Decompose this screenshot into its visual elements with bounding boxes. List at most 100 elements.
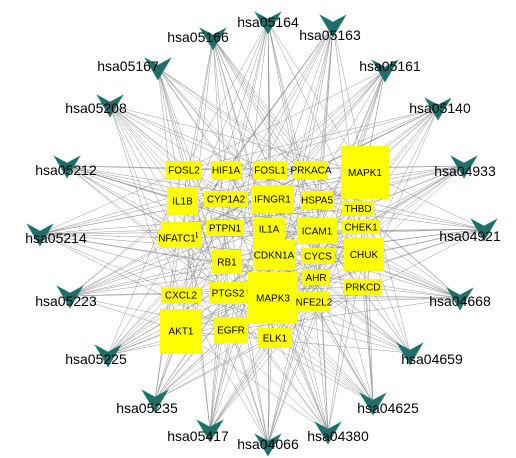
gene-box xyxy=(248,272,298,324)
gene-node-il1b[interactable]: IL1B xyxy=(167,187,198,215)
edge-hsa05208-FOSL1 xyxy=(109,104,271,171)
pathway-chevron-icon xyxy=(94,344,122,368)
gene-label: AKT1 xyxy=(168,327,193,338)
gene-node-nfe2l2[interactable]: NFE2L2 xyxy=(296,292,333,312)
edge-hsa04625-NFE2L2 xyxy=(313,301,374,404)
edge-hsa05166-HIF1A xyxy=(212,37,227,171)
gene-node-ifngr1[interactable]: IFNGR1 xyxy=(251,185,294,213)
gene-node-hspa5[interactable]: HSPA5 xyxy=(301,191,333,209)
pathway-node-hsa05140[interactable]: hsa05140 xyxy=(409,97,471,121)
edge-hsa04380-AKT1 xyxy=(180,330,329,433)
edge-hsa05208-NFATC1 xyxy=(109,104,178,239)
gene-box xyxy=(206,220,244,236)
gene-node-cycs[interactable]: CYCS xyxy=(301,248,335,264)
gene-node-ahr[interactable]: AHR xyxy=(302,270,330,285)
pathway-label: hsa04933 xyxy=(434,163,496,179)
edge-hsa05225-CXCL2 xyxy=(107,294,182,356)
edge-hsa05214-FOSL1 xyxy=(39,169,271,235)
edge-hsa05208-CXCL2 xyxy=(109,104,182,296)
gene-node-prkcd[interactable]: PRKCD xyxy=(344,279,382,295)
gene-node-elk1[interactable]: ELK1 xyxy=(258,328,292,348)
gene-node-chuk[interactable]: CHUK xyxy=(344,238,384,271)
gene-node-ptgs2[interactable]: PTGS2 xyxy=(209,282,247,304)
edge-hsa05167-THBD xyxy=(157,67,359,209)
pathway-label: hsa05225 xyxy=(65,351,127,367)
edge-hsa05167-FOSL2 xyxy=(157,67,185,171)
edge-hsa04625-CXCL2 xyxy=(180,294,374,404)
edge-hsa05140-FOSL2 xyxy=(183,107,439,171)
gene-box xyxy=(253,240,295,270)
pathway-node-hsa05166[interactable]: hsa05166 xyxy=(167,27,229,51)
edge-hsa04668-CYP1A2 xyxy=(225,198,461,299)
edge-hsa05214-THBD xyxy=(39,208,359,235)
edge-hsa05161-FOSL2 xyxy=(183,69,386,171)
gene-node-nfatc1[interactable]: NFATC1 xyxy=(158,230,196,246)
gene-node-fosl1[interactable]: FOSL1 xyxy=(253,161,287,179)
edge-hsa05140-CYP1A2 xyxy=(225,107,439,200)
pathway-node-hsa04659[interactable]: hsa04659 xyxy=(396,342,463,367)
gene-label: THBD xyxy=(344,204,371,215)
gene-box xyxy=(341,146,389,199)
gene-node-prkaca[interactable]: PRKACA xyxy=(290,161,332,179)
pathway-node-hsa05214[interactable]: hsa05214 xyxy=(25,223,87,247)
gene-node-egfr[interactable]: EGFR xyxy=(214,317,248,343)
gene-node-cdkn1a[interactable]: CDKN1A xyxy=(253,240,295,270)
edge-hsa04625-HIF1A xyxy=(225,169,374,404)
gene-label: NFATC1 xyxy=(158,234,196,245)
edge-hsa05163-NFATC1 xyxy=(176,24,334,239)
edge-hsa05212-ELK1 xyxy=(66,165,276,339)
gene-node-akt1[interactable]: AKT1 xyxy=(160,309,202,353)
edge-hsa05167-IFNGR1 xyxy=(157,67,273,200)
pathway-node-hsa04933[interactable]: hsa04933 xyxy=(434,155,496,179)
edge-hsa05164-CYCS xyxy=(267,21,319,257)
gene-node-mapk1[interactable]: MAPK1 xyxy=(341,146,389,199)
pathway-label: hsa05235 xyxy=(116,400,178,416)
pathway-node-hsa05235[interactable]: hsa05235 xyxy=(116,389,178,416)
gene-label: PTPN1 xyxy=(209,224,242,235)
edge-hsa04668-EGFR xyxy=(230,297,461,331)
pathway-node-hsa04668[interactable]: hsa04668 xyxy=(429,287,491,311)
pathway-node-hsa05417[interactable]: hsa05417 xyxy=(167,419,229,444)
pathway-label: hsa05161 xyxy=(359,58,421,74)
gene-node-il1a[interactable]: IL1A xyxy=(253,218,285,240)
pathway-node-hsa04380[interactable]: hsa04380 xyxy=(307,421,369,445)
gene-node-chek1[interactable]: CHEK1 xyxy=(342,220,380,234)
pathway-node-hsa05167[interactable]: hsa05167 xyxy=(97,57,172,81)
edge-hsa05225-IFNGR1 xyxy=(107,198,273,356)
pathway-node-hsa04921[interactable]: hsa04921 xyxy=(439,218,501,244)
edge-hsa05214-CXCL2 xyxy=(39,233,182,296)
gene-node-cyp1a2[interactable]: CYP1A2 xyxy=(204,191,248,207)
gene-node-rb1[interactable]: RB1 xyxy=(212,250,242,274)
gene-node-cxcl2[interactable]: CXCL2 xyxy=(161,287,201,303)
gene-node-icam1[interactable]: ICAM1 xyxy=(297,218,337,244)
edge-hsa05167-IL1A xyxy=(157,67,270,230)
pathway-chevron-icon xyxy=(53,155,81,179)
edge-hsa05223-HIF1A xyxy=(69,169,227,297)
pathway-label: hsa05417 xyxy=(167,428,229,444)
pathway-node-hsa04066[interactable]: hsa04066 xyxy=(237,433,299,457)
gene-node-hif1a[interactable]: HIF1A xyxy=(211,161,241,179)
pathway-label: hsa05223 xyxy=(35,293,97,309)
pathway-node-hsa05161[interactable]: hsa05161 xyxy=(359,58,421,83)
gene-node-mapk3[interactable]: MAPK3 xyxy=(248,272,298,324)
pathway-label: hsa05164 xyxy=(237,14,299,30)
pathway-node-hsa04625[interactable]: hsa04625 xyxy=(357,392,419,416)
pathway-node-hsa05163[interactable]: hsa05163 xyxy=(299,14,361,43)
gene-label: MAPK1 xyxy=(348,168,382,179)
pathway-chevron-icon xyxy=(470,218,498,242)
gene-box xyxy=(253,161,287,179)
edge-hsa04933-AHR xyxy=(315,165,465,278)
pathway-node-hsa05212[interactable]: hsa05212 xyxy=(35,155,97,179)
gene-box xyxy=(211,161,241,179)
pathway-node-hsa05164[interactable]: hsa05164 xyxy=(237,11,299,35)
pathway-node-hsa05208[interactable]: hsa05208 xyxy=(65,94,127,118)
gene-node-thbd[interactable]: THBD xyxy=(342,201,374,216)
gene-box xyxy=(204,191,248,207)
pathway-node-hsa05225[interactable]: hsa05225 xyxy=(65,344,127,368)
edge-hsa04380-ELK1 xyxy=(274,337,329,433)
pathway-node-hsa05223[interactable]: hsa05223 xyxy=(35,285,97,309)
edge-hsa05161-FOSL1 xyxy=(269,69,386,171)
gene-node-ptpn1[interactable]: PTPN1 xyxy=(206,220,244,236)
gene-node-fosl2[interactable]: FOSL2 xyxy=(166,161,202,179)
edge-hsa05208-CYP1A2 xyxy=(109,104,227,200)
